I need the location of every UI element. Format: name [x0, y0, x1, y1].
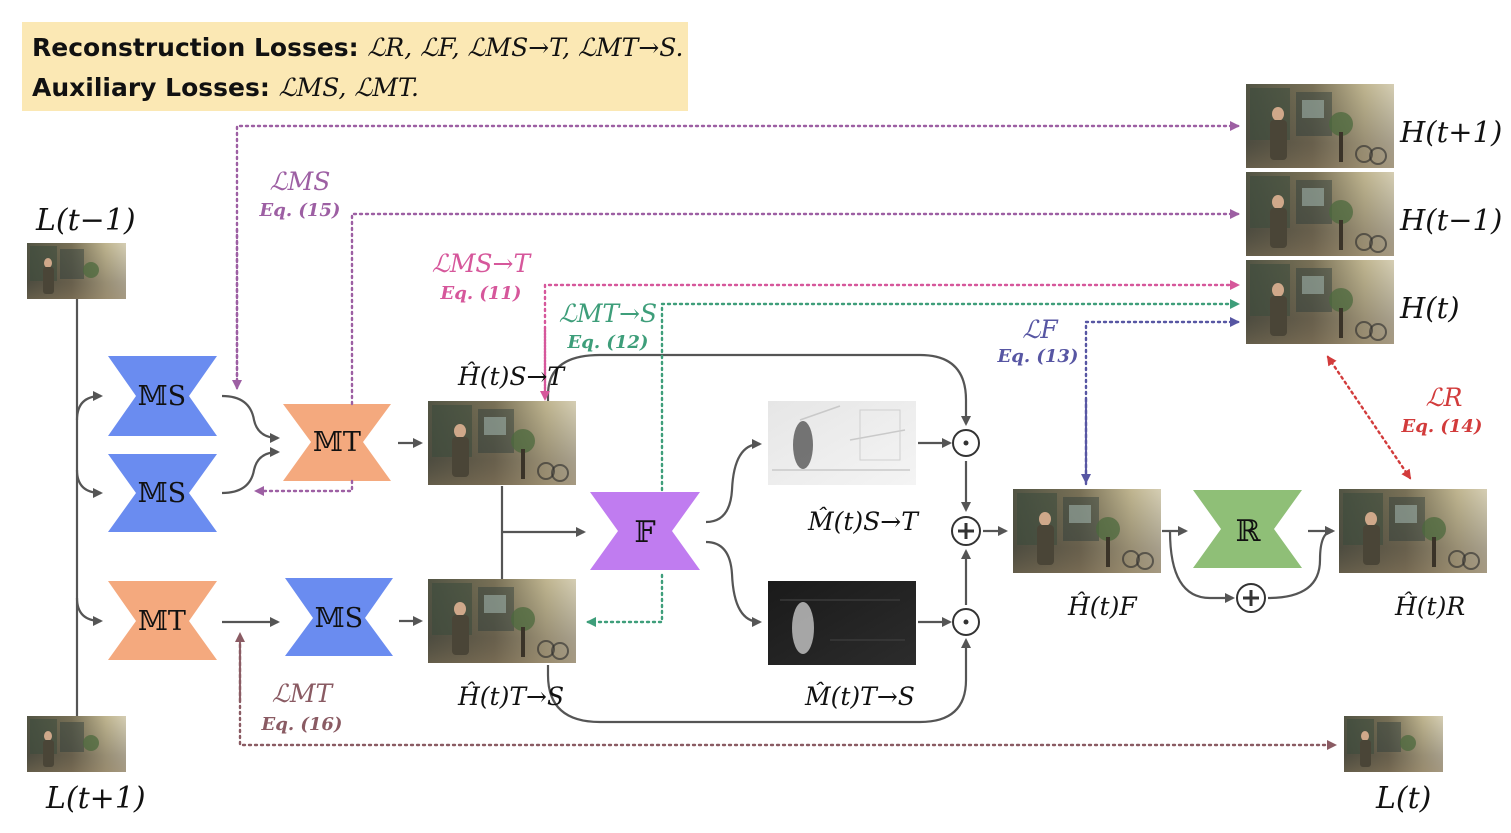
input-frame-next [27, 716, 126, 772]
auxiliary-title: Auxiliary Losses: [32, 73, 270, 102]
loss-label-ms: ℒMS [270, 167, 331, 196]
loss-lines [232, 121, 1412, 750]
label-fusion: 𝔽 [634, 515, 655, 550]
label-input-current: L(t) [1375, 781, 1431, 816]
reconstruction-title: Reconstruction Losses: [32, 33, 359, 62]
loss-eq-f: Eq. (13) [997, 346, 1079, 367]
label-input-prev: L(t−1) [35, 203, 136, 238]
label-m-s2t: M̂(t)S→T [807, 507, 920, 536]
label-h-r: Ĥ(t)R [1394, 592, 1465, 621]
network-ms-lower [285, 578, 393, 656]
label-ms-lower: 𝕄S [315, 603, 363, 634]
gt-frame-h-prev [1245, 171, 1395, 257]
label-ms-middle: 𝕄S [138, 478, 186, 509]
image-h-r [1338, 488, 1488, 574]
loss-label-mt: ℒMT [272, 679, 335, 708]
network-refine [1193, 490, 1302, 568]
add-operator-main [951, 516, 981, 546]
network-mt-lower [108, 581, 217, 660]
loss-eq-ms2t: Eq. (11) [440, 283, 522, 304]
main-flow-lines [75, 299, 1335, 724]
network-mt-upper [283, 404, 391, 481]
auxiliary-terms: ℒMS, ℒMT. [278, 73, 419, 102]
image-h-f [1012, 488, 1162, 574]
input-frame-current [1344, 716, 1443, 772]
label-ms-top: 𝕄S [138, 381, 186, 412]
label-mt-upper: 𝕄T [313, 427, 361, 458]
loss-label-f: ℒF [1022, 315, 1059, 344]
loss-label-r: ℒR [1426, 383, 1463, 412]
network-ms-top [108, 356, 217, 436]
input-frame-prev [27, 243, 126, 299]
loss-label-ms2t: ℒMS→T [432, 249, 533, 278]
network-fusion [590, 492, 700, 570]
label-gt-h-cur: H(t) [1399, 291, 1460, 325]
label-refine: ℝ [1236, 514, 1262, 549]
reconstruction-legend-line: Reconstruction Losses: ℒR, ℒF, ℒMS→T, ℒM… [32, 28, 683, 68]
label-h-t2s: Ĥ(t)T→S [457, 682, 564, 711]
label-h-f: Ĥ(t)F [1067, 592, 1138, 621]
loss-legend: Reconstruction Losses: ℒR, ℒF, ℒMS→T, ℒM… [22, 22, 688, 111]
gt-frame-h-cur [1245, 259, 1395, 345]
multiply-operator-bottom [952, 608, 980, 636]
multiply-operator-top [952, 429, 980, 457]
loss-eq-mt: Eq. (16) [261, 714, 343, 735]
loss-eq-ms: Eq. (15) [259, 200, 341, 221]
image-h-s2t [427, 400, 577, 486]
label-input-next: L(t+1) [45, 781, 146, 816]
network-ms-middle [108, 454, 217, 532]
label-gt-h-prev: H(t−1) [1399, 203, 1502, 237]
loss-eq-mt2s: Eq. (12) [567, 332, 649, 353]
mask-t2s-image [768, 581, 916, 665]
gt-frame-h-next [1245, 83, 1395, 169]
loss-eq-r: Eq. (14) [1401, 416, 1483, 437]
image-h-t2s [427, 578, 577, 664]
reconstruction-terms: ℒR, ℒF, ℒMS→T, ℒMT→S. [367, 33, 684, 62]
label-gt-h-next: H(t+1) [1399, 115, 1502, 149]
add-operator-residual [1236, 583, 1266, 613]
loss-label-mt2s: ℒMT→S [559, 299, 657, 328]
label-mt-lower: 𝕄T [138, 606, 186, 637]
label-h-s2t: Ĥ(t)S→T [457, 362, 566, 391]
mask-s2t-image [768, 401, 916, 485]
label-m-t2s: M̂(t)T→S [804, 682, 915, 711]
auxiliary-legend-line: Auxiliary Losses: ℒMS, ℒMT. [32, 68, 678, 108]
